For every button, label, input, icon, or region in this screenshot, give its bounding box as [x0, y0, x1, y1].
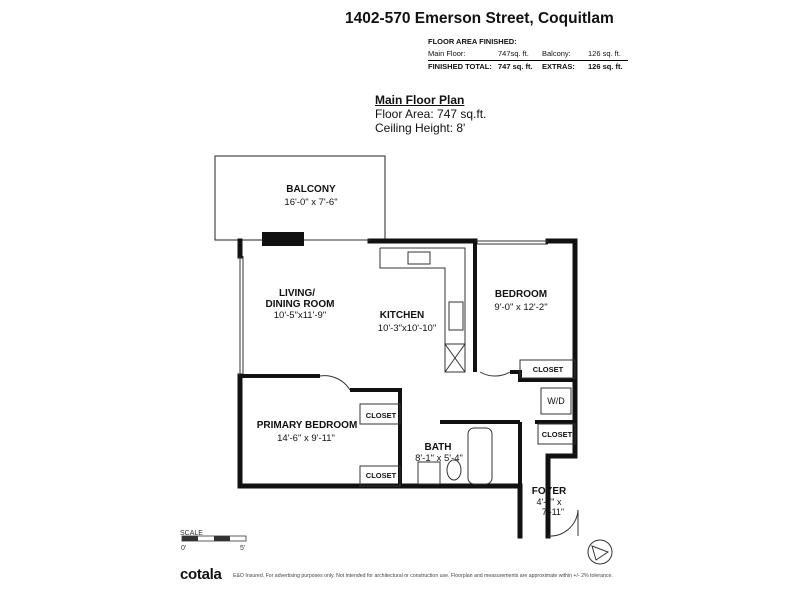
- bath-dims: 8'-1" x 5'-4": [415, 453, 463, 464]
- extras-label: EXTRAS:: [542, 62, 575, 71]
- extras-value: 126 sq. ft.: [588, 62, 623, 71]
- window-lines: [239, 239, 548, 376]
- page-title: 1402-570 Emerson Street, Coquitlam: [345, 10, 614, 27]
- closet-bedroom: CLOSET: [533, 365, 564, 374]
- fridge: [444, 343, 466, 373]
- closet-primary-box: [359, 403, 401, 425]
- bath-name: BATH: [424, 442, 451, 453]
- fixtures: [319, 359, 579, 537]
- balcony-value: 126 sq. ft.: [588, 49, 621, 58]
- foyer-dims-1: 4'-7" x: [537, 497, 562, 507]
- main-floor-label: Main Floor:: [428, 49, 466, 58]
- toilet: [446, 459, 462, 481]
- closet-primary: CLOSET: [366, 411, 397, 420]
- primary-name: PRIMARY BEDROOM: [257, 420, 358, 431]
- floor-area-table: FLOOR AREA FINISHED: Main Floor: 747sq. …: [428, 36, 628, 73]
- closet-foyer: CLOSET: [542, 430, 573, 439]
- balcony-label: Balcony:: [542, 49, 571, 58]
- scale-bar: [181, 535, 247, 542]
- closet-hall-box: [359, 465, 401, 487]
- kitchen-sink: [407, 251, 431, 265]
- door-swing-foyer: [547, 509, 579, 537]
- kitchen-dims: 10'-3"x10'-10": [378, 323, 436, 334]
- plan-ceiling-height: Ceiling Height: 8': [375, 121, 466, 135]
- plan-floor-area: Floor Area: 747 sq.ft.: [375, 107, 487, 121]
- door-swing-bedroom: [479, 371, 511, 377]
- finished-total-label: FINISHED TOTAL:: [428, 62, 492, 71]
- brand-logo: cotala: [180, 566, 222, 583]
- main-floor-value: 747sq. ft.: [498, 49, 529, 58]
- bathtub: [467, 427, 493, 485]
- exterior-walls: [237, 238, 578, 539]
- scale-end: 5': [240, 545, 246, 552]
- bath-vanity: [417, 461, 441, 485]
- living-name-2: DINING ROOM: [266, 299, 335, 310]
- balcony-dims: 16'-0" x 7'-6": [284, 197, 337, 208]
- closet-hall: CLOSET: [366, 471, 397, 480]
- primary-dims: 14'-6" x 9'-11": [277, 433, 335, 444]
- finished-total-value: 747 sq. ft.: [498, 62, 533, 71]
- foyer-dims-2: 7'-11": [542, 507, 564, 517]
- bedroom-dims: 9'-0" x 12'-2": [494, 302, 547, 313]
- area-heading: FLOOR AREA FINISHED:: [428, 37, 517, 46]
- balcony-name: BALCONY: [286, 184, 336, 195]
- cooktop: [448, 301, 464, 331]
- kitchen-counters: [379, 247, 466, 373]
- living-dims: 10'-5"x11'-9": [274, 310, 326, 321]
- interior-walls: [240, 241, 575, 486]
- closet-foyer-box: [537, 423, 576, 445]
- room-labels: BALCONY 16'-0" x 7'-6" LIVING/ DINING RO…: [257, 184, 573, 517]
- north-arrow-icon: [587, 539, 613, 565]
- disclaimer: E&O Insured. For advertising purposes on…: [233, 573, 613, 579]
- scale-start: 0': [181, 545, 187, 552]
- closet-bedroom-box: [519, 359, 576, 379]
- door-swing-living: [319, 375, 351, 391]
- foyer-name: FOYER: [532, 486, 567, 497]
- washer-dryer: W/D: [547, 396, 565, 406]
- plan-title: Main Floor Plan: [375, 93, 465, 107]
- plan-info: Main Floor Plan Floor Area: 747 sq.ft. C…: [375, 93, 486, 135]
- living-name-1: LIVING/: [279, 288, 315, 299]
- kitchen-name: KITCHEN: [380, 310, 424, 321]
- bedroom-name: BEDROOM: [495, 289, 547, 300]
- washer-dryer-box: [540, 387, 572, 415]
- scale-label: SCALE: [180, 530, 203, 537]
- balcony-door-block: [262, 232, 304, 246]
